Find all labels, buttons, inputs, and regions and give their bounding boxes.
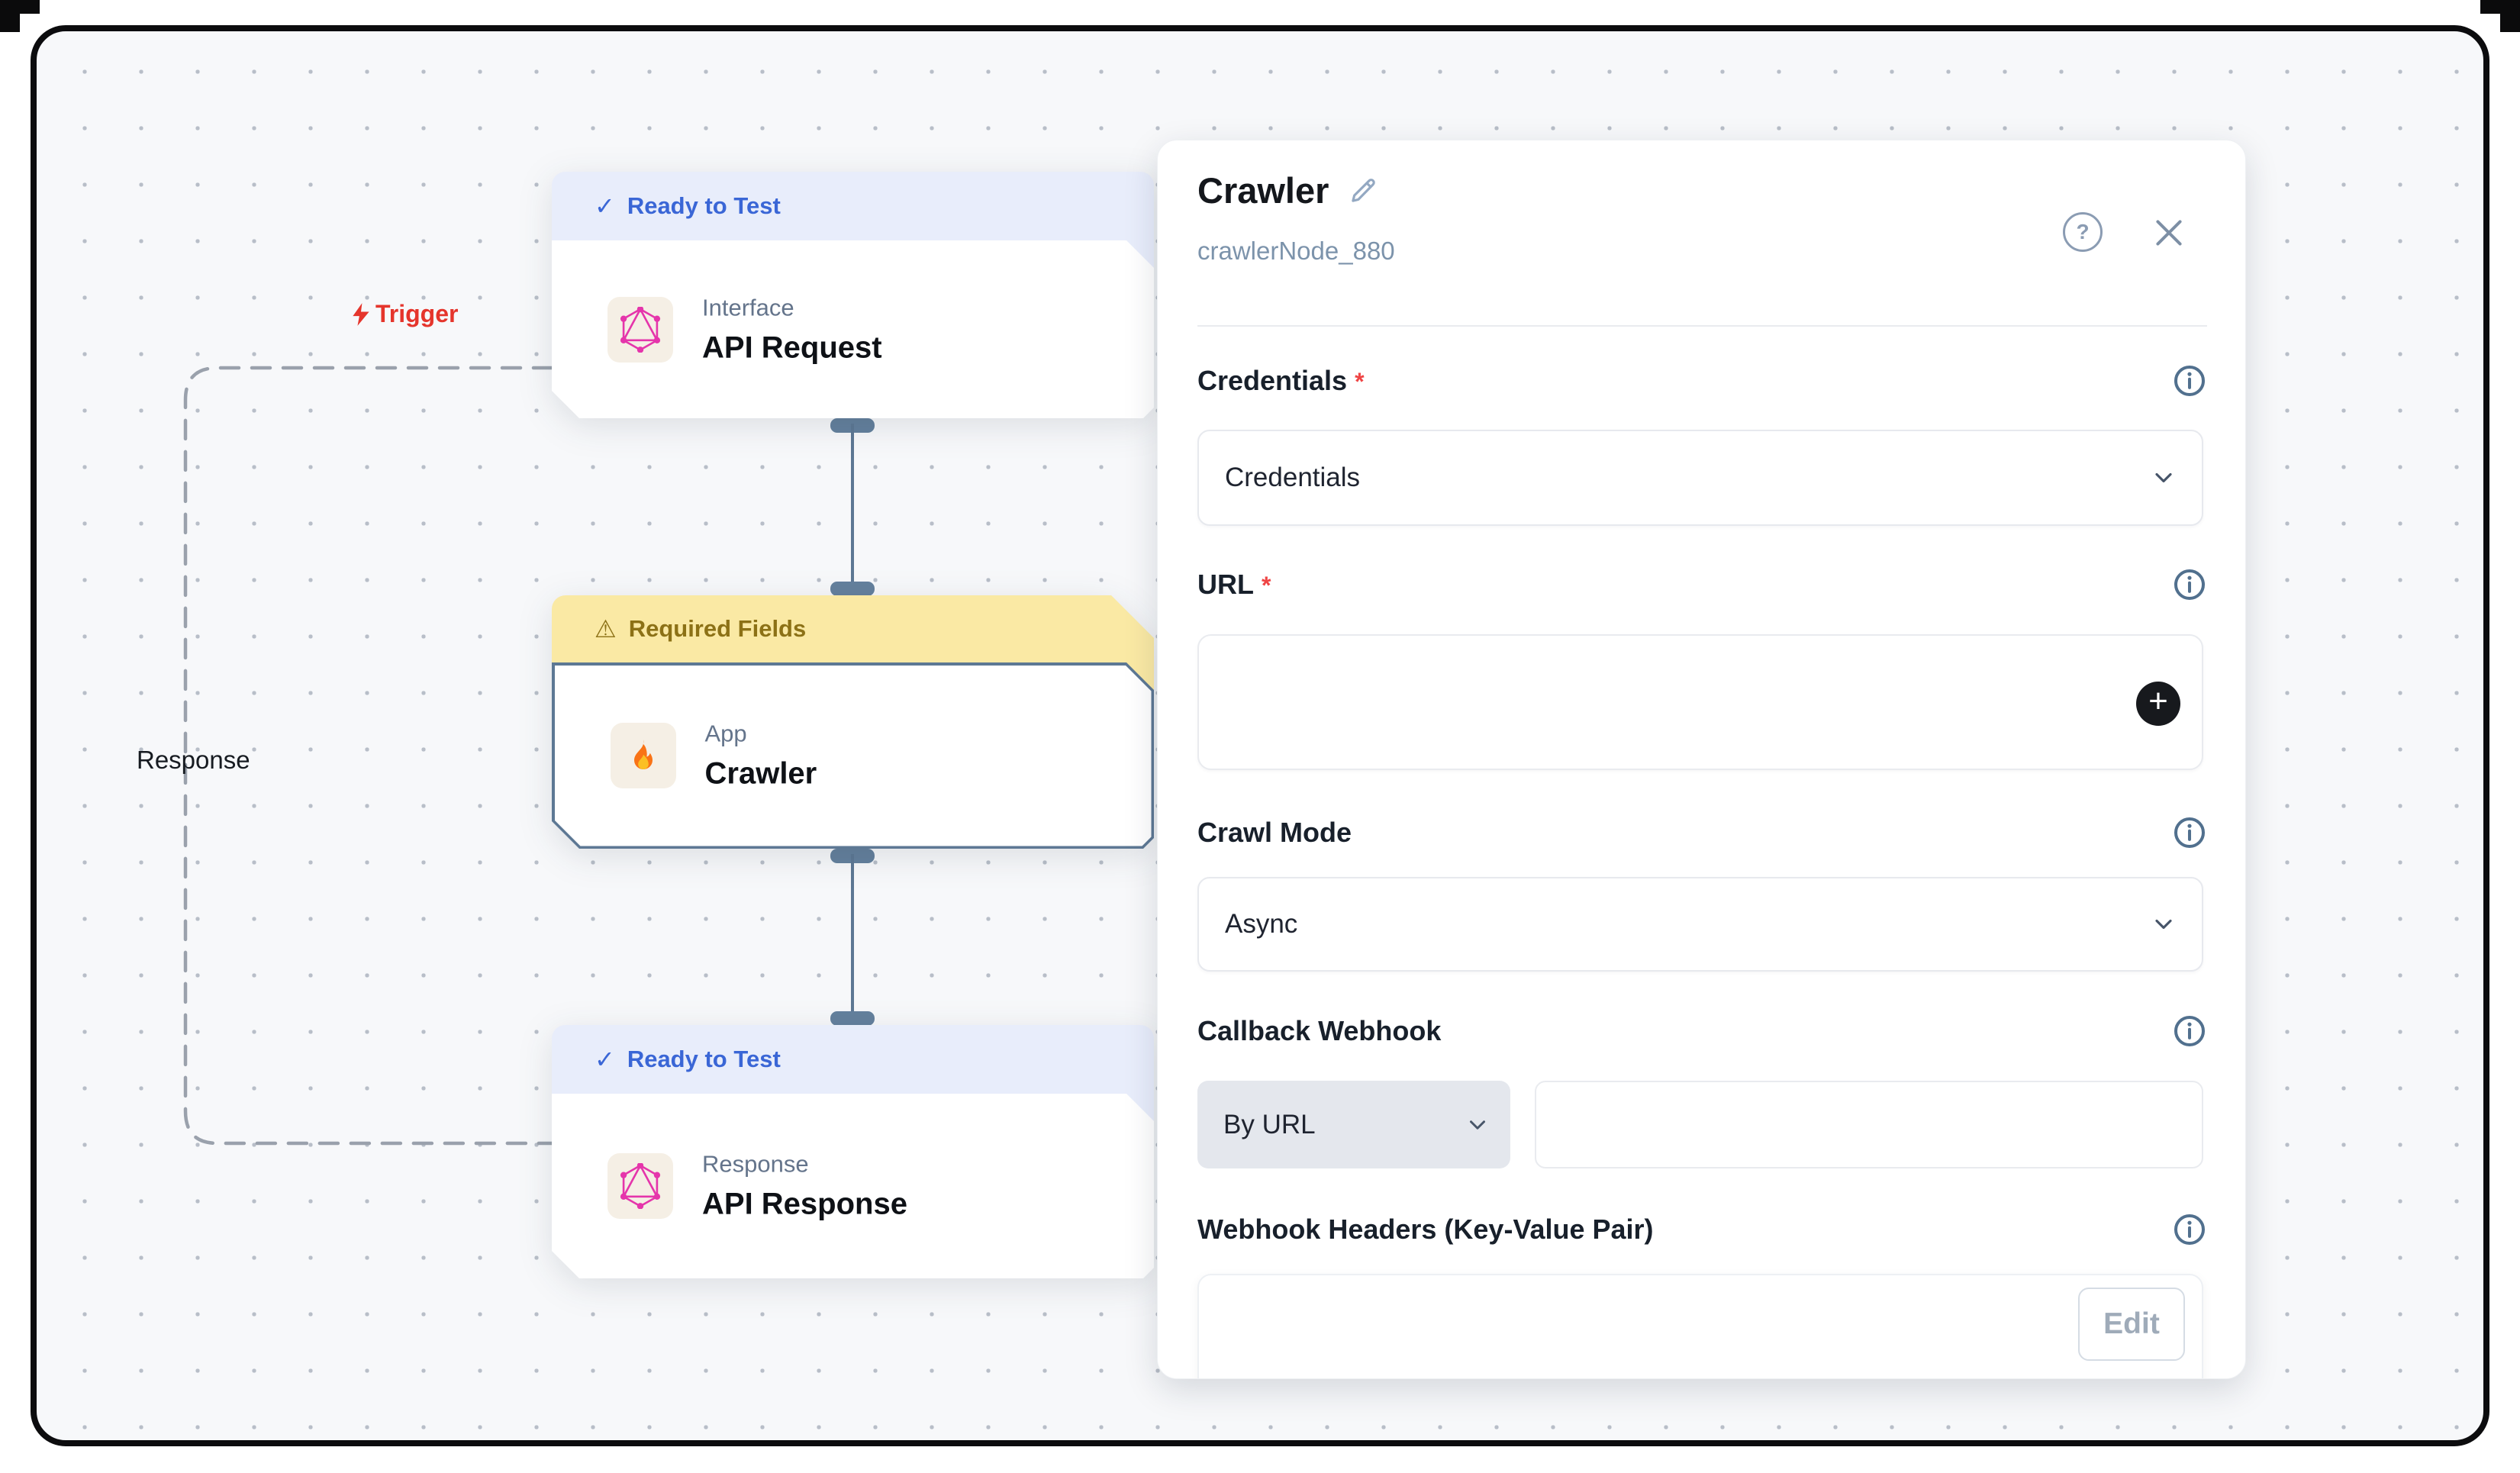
chevron-down-icon — [2155, 919, 2172, 930]
node-crawler[interactable]: ⚠ Required Fields App Crawler — [552, 595, 1154, 849]
info-icon[interactable] — [2172, 1212, 2207, 1247]
warning-icon: ⚠ — [595, 615, 617, 643]
node-category: Interface — [702, 294, 794, 321]
chevron-down-icon — [2155, 472, 2172, 483]
credentials-label: Credentials* — [1197, 365, 1365, 396]
lightning-icon — [353, 302, 369, 326]
edge-api-request-to-crawler[interactable] — [851, 424, 854, 588]
node-category: App — [704, 720, 747, 747]
crawl-mode-select-value: Async — [1225, 909, 1298, 939]
webhook-headers-editor[interactable]: Edit — [1197, 1274, 2203, 1378]
panel-title: Crawler — [1197, 170, 1329, 211]
node-config-panel: Crawler crawlerNode_880 ? Credentials* — [1157, 140, 2246, 1379]
check-icon: ✓ — [595, 192, 615, 220]
edit-headers-button[interactable]: Edit — [2078, 1288, 2185, 1361]
required-asterisk: * — [1355, 368, 1365, 395]
workflow-canvas[interactable]: Trigger Response ✓ Ready to Test — [31, 25, 2489, 1446]
chevron-down-icon — [1470, 1120, 1485, 1130]
trigger-badge: Trigger — [348, 300, 458, 328]
info-icon[interactable] — [2172, 815, 2207, 850]
credentials-select-value: Credentials — [1225, 463, 1361, 492]
close-icon[interactable] — [2150, 214, 2188, 252]
graphql-icon — [607, 1153, 673, 1219]
help-icon[interactable]: ? — [2063, 212, 2103, 252]
input-port-api-response[interactable] — [830, 1011, 875, 1026]
url-label-row: URL* — [1197, 567, 2207, 602]
node-title: Crawler — [704, 756, 817, 791]
add-url-button[interactable]: + — [2136, 682, 2180, 726]
crawl-mode-select[interactable]: Async — [1197, 877, 2203, 972]
edit-title-pencil-icon[interactable] — [1347, 175, 1379, 207]
node-title: API Response — [702, 1187, 907, 1221]
crawl-mode-label-row: Crawl Mode — [1197, 815, 2207, 850]
credentials-select[interactable]: Credentials — [1197, 430, 2203, 526]
divider — [1197, 325, 2207, 327]
check-icon: ✓ — [595, 1046, 615, 1073]
credentials-label-row: Credentials* — [1197, 363, 2207, 398]
edge-crawler-to-api-response[interactable] — [851, 854, 854, 1017]
node-body[interactable]: Response API Response — [552, 1094, 1154, 1278]
url-input[interactable]: + — [1197, 634, 2203, 770]
response-edge-label: Response — [137, 746, 250, 774]
required-asterisk: * — [1262, 572, 1271, 599]
callback-url-input[interactable] — [1535, 1081, 2203, 1168]
webhook-headers-label-row: Webhook Headers (Key-Value Pair) — [1197, 1212, 2207, 1247]
node-status-label: Required Fields — [628, 615, 807, 642]
crawl-mode-label: Crawl Mode — [1197, 817, 1352, 848]
callback-mode-select[interactable]: By URL — [1197, 1081, 1510, 1168]
node-api-request[interactable]: ✓ Ready to Test — [552, 172, 1154, 418]
info-icon[interactable] — [2172, 1014, 2207, 1049]
input-port-crawler[interactable] — [830, 582, 875, 596]
callback-webhook-label-row: Callback Webhook — [1197, 1014, 2207, 1049]
node-body[interactable]: App Crawler — [552, 662, 1154, 849]
node-category: Response — [702, 1150, 809, 1178]
url-label: URL* — [1197, 569, 1271, 600]
node-id-label: crawlerNode_880 — [1197, 237, 1395, 265]
node-title: API Request — [702, 330, 882, 364]
webhook-headers-label: Webhook Headers (Key-Value Pair) — [1197, 1214, 1654, 1245]
callback-mode-value: By URL — [1223, 1109, 1316, 1139]
fire-icon — [611, 723, 676, 788]
trigger-label: Trigger — [375, 300, 459, 327]
graphql-icon — [607, 297, 673, 363]
info-icon[interactable] — [2172, 363, 2207, 398]
callback-webhook-label: Callback Webhook — [1197, 1015, 1442, 1046]
node-status-label: Ready to Test — [627, 1046, 781, 1072]
node-body[interactable]: Interface API Request — [552, 240, 1154, 418]
node-status-label: Ready to Test — [627, 192, 781, 219]
info-icon[interactable] — [2172, 567, 2207, 602]
node-api-response[interactable]: ✓ Ready to Test — [552, 1025, 1154, 1278]
